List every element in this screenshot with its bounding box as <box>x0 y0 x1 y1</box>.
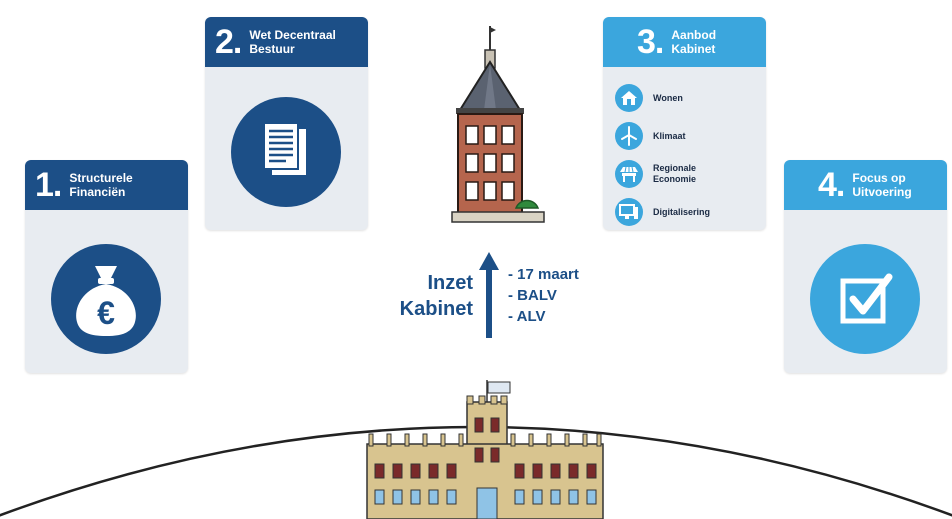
svg-text:€: € <box>97 295 115 331</box>
card-aanbod-kabinet: 3. Aanbod Kabinet Wonen Klimaat Regional… <box>603 17 766 230</box>
step-item: - 17 maart <box>508 266 579 283</box>
inzet-kabinet-label: Inzet Kabinet <box>399 272 473 320</box>
steps-list: - 17 maart - BALV - ALV <box>508 264 579 327</box>
card-title: Focus op Uitvoering <box>852 171 912 199</box>
step-item: - ALV <box>508 308 546 325</box>
offer-label: Regionale Economie <box>653 163 697 184</box>
arrow-up-icon <box>479 252 499 338</box>
money-bag-euro-icon: € <box>51 244 161 354</box>
card-focus-op-uitvoering: 4. Focus op Uitvoering <box>784 160 947 373</box>
card-number: 1. <box>35 166 62 204</box>
card-number: 3. <box>637 23 664 61</box>
card-structurele-financien: 1. Structurele Financiën € <box>25 160 188 373</box>
wind-turbine-icon <box>615 122 643 150</box>
card-header: 4. Focus op Uitvoering <box>784 160 947 210</box>
offer-label: Digitalisering <box>653 206 711 217</box>
offer-item-digitalisering: Digitalisering <box>615 193 710 230</box>
card-header: 1. Structurele Financiën <box>25 160 188 210</box>
card-title: Wet Decentraal Bestuur <box>249 28 336 56</box>
card-header: 3. Aanbod Kabinet <box>603 17 766 67</box>
card-number: 2. <box>215 23 242 61</box>
card-wet-decentraal-bestuur: 2. Wet Decentraal Bestuur <box>205 17 368 230</box>
checkbox-icon <box>810 244 920 354</box>
offer-label: Klimaat <box>653 130 686 141</box>
step-item: - BALV <box>508 287 557 304</box>
tower-illustration <box>451 26 545 223</box>
government-building-illustration <box>366 380 604 519</box>
card-title: Structurele Financiën <box>69 171 133 199</box>
computer-icon <box>615 198 643 226</box>
offer-item-regionale-economie: Regionale Economie <box>615 155 710 193</box>
card-number: 4. <box>818 166 845 204</box>
market-stall-icon <box>615 160 643 188</box>
house-icon <box>615 84 643 112</box>
card-title: Aanbod Kabinet <box>671 28 717 56</box>
offer-item-wonen: Wonen <box>615 79 710 117</box>
offer-list: Wonen Klimaat Regionale Economie Digital… <box>615 79 710 230</box>
documents-icon <box>231 97 341 207</box>
offer-label: Wonen <box>653 92 683 103</box>
offer-item-klimaat: Klimaat <box>615 117 710 155</box>
card-header: 2. Wet Decentraal Bestuur <box>205 17 368 67</box>
